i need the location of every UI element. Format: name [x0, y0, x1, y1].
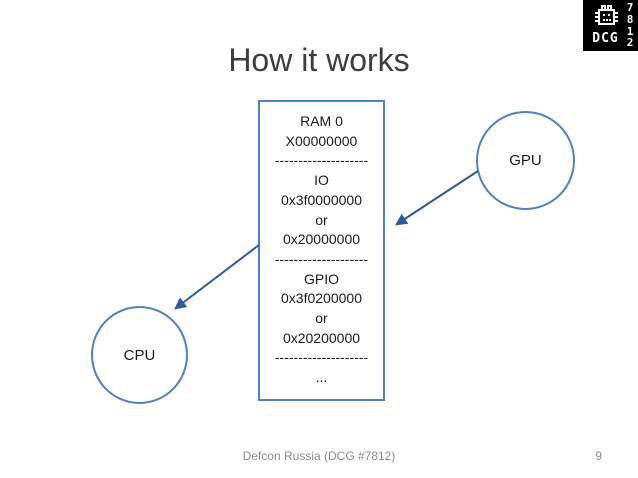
memory-map-line: 0x3f0200000 [281, 290, 362, 307]
dcg-logo-left: DCG [587, 2, 624, 49]
dcg-logo-digit: 8 [626, 12, 634, 26]
memory-map-line: -------------------- [274, 250, 369, 267]
chip-icon [594, 5, 618, 25]
dcg-logo-digit: 7 [626, 1, 634, 14]
memory-map-line: -------------------- [274, 152, 369, 169]
memory-map-line: IO [314, 172, 329, 189]
dcg-logo-text: DCG [592, 31, 619, 46]
dcg-logo-digit: 2 [626, 36, 634, 50]
memory-map-box: RAM 0 X00000000 -------------------- IO 0x3f… [258, 100, 385, 401]
memory-map-line: ... [315, 369, 328, 386]
memory-map-line: 0x20200000 [282, 329, 361, 346]
gpu-node-label: GPU [509, 152, 542, 169]
memory-map-line: RAM 0 [300, 113, 343, 129]
slide-title: How it works [228, 42, 410, 78]
cpu-node-label: CPU [123, 346, 156, 364]
memory-map-line: or [315, 310, 328, 327]
footer-text: Defcon Russia (DCG #7812) [242, 449, 396, 463]
arrow-box-to-cpu [174, 244, 260, 310]
memory-map-line: GPIO [303, 270, 339, 287]
dcg-logo-digit: 1 [626, 24, 634, 38]
memory-map-line: -------------------- [274, 349, 369, 366]
arrow-gpu-to-box [394, 170, 479, 226]
cpu-node: CPU [91, 306, 188, 404]
memory-map-line: or [315, 211, 328, 228]
memory-map-line: 0x20000000 [282, 231, 361, 248]
page-number: 9 [595, 449, 602, 463]
gpu-node: GPU [476, 111, 575, 210]
memory-map-line: 0x3f0000000 [281, 191, 362, 208]
memory-map-line: X00000000 [285, 132, 358, 149]
